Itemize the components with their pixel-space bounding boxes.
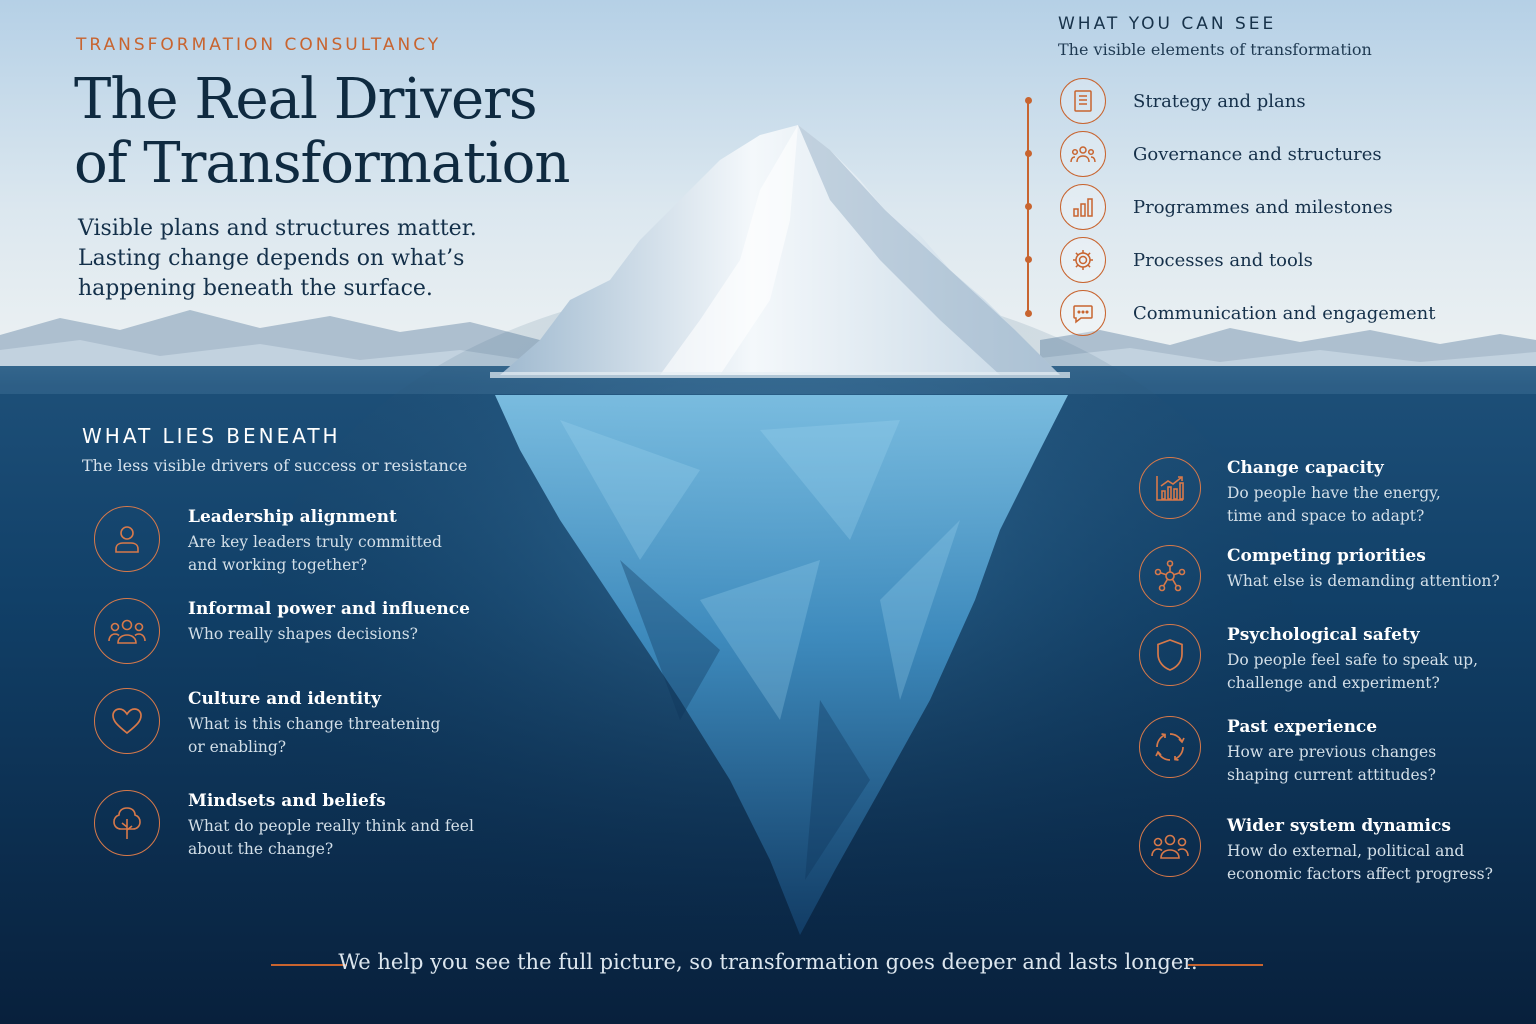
driver-psychological-safety: Psychological safety Do people feel safe…	[1139, 624, 1478, 695]
intro-line-1: Visible plans and structures matter.	[78, 216, 477, 241]
beneath-section-heading: WHAT LIES BENEATH	[82, 424, 341, 448]
driver-description-line: Are key leaders truly committed	[188, 533, 442, 551]
driver-description: What is this change threatening or enabl…	[188, 713, 440, 759]
driver-title: Mindsets and beliefs	[188, 791, 386, 811]
intro-line-2: Lasting change depends on what’s	[78, 246, 465, 271]
driver-description-line: What else is demanding attention?	[1227, 572, 1500, 590]
driver-title: Leadership alignment	[188, 507, 397, 527]
driver-description-line: Do people have the energy,	[1227, 484, 1441, 502]
driver-title: Past experience	[1227, 717, 1378, 737]
visible-section-subheading: The visible elements of transformation	[1058, 40, 1372, 59]
heart-icon	[94, 688, 160, 754]
driver-change-capacity: Change capacity Do people have the energ…	[1139, 457, 1441, 528]
driver-competing-priorities: Competing priorities What else is demand…	[1139, 545, 1500, 607]
driver-description: What do people really think and feel abo…	[188, 815, 474, 861]
driver-description: Do people have the energy, time and spac…	[1227, 482, 1441, 528]
beneath-section-subheading: The less visible drivers of success or r…	[82, 456, 468, 475]
visible-item-governance: Governance and structures	[1060, 130, 1382, 178]
title-line-1: The Real Drivers	[74, 67, 538, 132]
driver-title: Culture and identity	[188, 689, 381, 709]
visible-item-label: Strategy and plans	[1133, 90, 1306, 112]
consultancy-kicker: TRANSFORMATION CONSULTANCY	[76, 35, 442, 55]
timeline-dot	[1024, 150, 1032, 157]
driver-description-line: about the change?	[188, 840, 334, 858]
network-nodes-icon	[1139, 545, 1201, 607]
driver-title: Psychological safety	[1227, 625, 1420, 645]
visible-item-processes: Processes and tools	[1060, 236, 1313, 284]
visible-item-label: Communication and engagement	[1133, 302, 1436, 324]
driver-description-line: shaping current attitudes?	[1227, 766, 1436, 784]
driver-description: What else is demanding attention?	[1227, 570, 1500, 593]
driver-description-line: economic factors affect progress?	[1227, 865, 1493, 883]
tagline-rule-right	[1188, 964, 1263, 966]
driver-description-line: challenge and experiment?	[1227, 674, 1440, 692]
page-title: The Real Drivers of Transformation	[74, 67, 570, 196]
visible-item-label: Governance and structures	[1133, 143, 1382, 165]
driver-description-line: What do people really think and feel	[188, 817, 474, 835]
driver-leadership-alignment: Leadership alignment Are key leaders tru…	[94, 506, 442, 577]
people-group-icon	[94, 598, 160, 664]
growth-chart-icon	[1139, 457, 1201, 519]
driver-description-line: Do people feel safe to speak up,	[1227, 651, 1479, 669]
people-group-icon	[1060, 131, 1106, 177]
driver-description-line: and working together?	[188, 556, 368, 574]
intro-line-3: happening beneath the surface.	[78, 276, 433, 301]
driver-description-line: Who really shapes decisions?	[188, 625, 418, 643]
driver-description: Do people feel safe to speak up, challen…	[1227, 649, 1478, 695]
document-list-icon	[1060, 78, 1106, 124]
driver-wider-system-dynamics: Wider system dynamics How do external, p…	[1139, 815, 1493, 886]
gear-icon	[1060, 237, 1106, 283]
driver-title: Informal power and influence	[188, 599, 470, 619]
intro-text: Visible plans and structures matter. Las…	[78, 214, 508, 304]
timeline-dot	[1024, 97, 1032, 104]
driver-mindsets-beliefs: Mindsets and beliefs What do people real…	[94, 790, 474, 861]
driver-title: Wider system dynamics	[1227, 816, 1451, 836]
driver-description-line: time and space to adapt?	[1227, 507, 1425, 525]
driver-past-experience: Past experience How are previous changes…	[1139, 716, 1436, 787]
driver-description-line: How are previous changes	[1227, 743, 1437, 761]
visible-item-communication: Communication and engagement	[1060, 289, 1435, 337]
visible-item-label: Programmes and milestones	[1133, 196, 1393, 218]
visible-section-heading: WHAT YOU CAN SEE	[1058, 14, 1277, 34]
driver-description: How do external, political and economic …	[1227, 840, 1493, 886]
footer-tagline: We help you see the full picture, so tra…	[338, 950, 1198, 974]
visible-item-label: Processes and tools	[1133, 249, 1313, 271]
tagline-rule-left	[271, 964, 347, 966]
driver-title: Change capacity	[1227, 458, 1384, 478]
people-group-icon	[1139, 815, 1201, 877]
driver-description-line: or enabling?	[188, 738, 287, 756]
timeline-dot	[1024, 256, 1032, 263]
driver-description-line: What is this change threatening	[188, 715, 441, 733]
driver-informal-power: Informal power and influence Who really …	[94, 598, 470, 664]
person-icon	[94, 506, 160, 572]
driver-description: Are key leaders truly committed and work…	[188, 531, 442, 577]
shield-icon	[1139, 624, 1201, 686]
driver-culture-identity: Culture and identity What is this change…	[94, 688, 440, 759]
bar-chart-icon	[1060, 184, 1106, 230]
title-line-2: of Transformation	[74, 131, 570, 196]
cycle-arrows-icon	[1139, 716, 1201, 778]
driver-description: Who really shapes decisions?	[188, 623, 470, 646]
tree-icon	[94, 790, 160, 856]
visible-item-strategy: Strategy and plans	[1060, 77, 1306, 125]
visible-item-programmes: Programmes and milestones	[1060, 183, 1393, 231]
timeline-dot	[1024, 310, 1032, 317]
speech-bubble-icon	[1060, 290, 1106, 336]
driver-description: How are previous changes shaping current…	[1227, 741, 1436, 787]
driver-title: Competing priorities	[1227, 546, 1426, 566]
driver-description-line: How do external, political and	[1227, 842, 1465, 860]
timeline-dot	[1024, 203, 1032, 210]
